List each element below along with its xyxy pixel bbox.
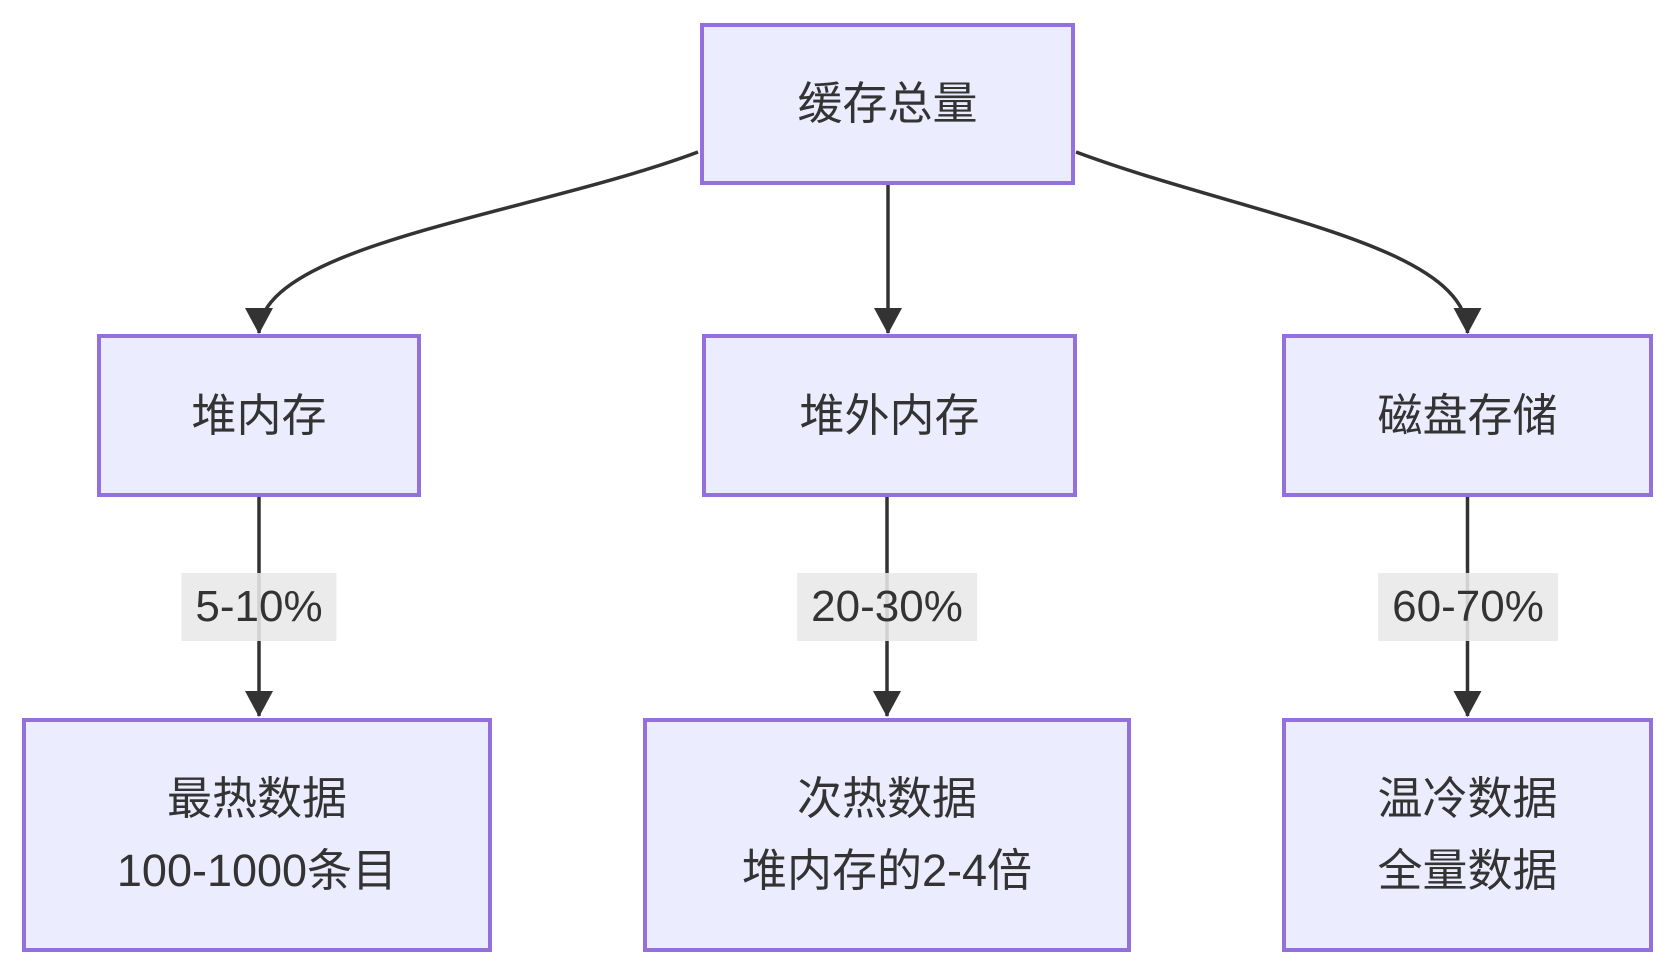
node-second-hot-data-line2: 堆内存的2-4倍 bbox=[741, 845, 1033, 896]
node-cache-total: 缓存总量 bbox=[700, 23, 1075, 185]
node-disk-storage-label: 磁盘存储 bbox=[1377, 389, 1558, 441]
edge-label-heap-percent: 5-10% bbox=[181, 573, 337, 641]
node-hottest-data-line1: 最热数据 bbox=[166, 773, 347, 824]
edge-root-to-heap bbox=[245, 150, 699, 334]
node-disk-storage: 磁盘存储 bbox=[1282, 334, 1653, 497]
node-offheap-memory-label: 堆外内存 bbox=[799, 389, 980, 441]
node-cache-total-label: 缓存总量 bbox=[797, 78, 978, 129]
node-warm-cold-data-line1: 温冷数据 bbox=[1377, 773, 1558, 824]
node-warm-cold-data-line2: 全量数据 bbox=[1377, 845, 1558, 896]
node-warm-cold-data: 温冷数据 全量数据 bbox=[1282, 718, 1653, 952]
node-second-hot-data-line1: 次热数据 bbox=[796, 773, 977, 824]
edge-root-to-disk bbox=[1075, 150, 1482, 334]
edge-label-offheap-percent: 20-30% bbox=[797, 573, 977, 641]
edge-label-disk-percent: 60-70% bbox=[1378, 573, 1558, 641]
node-hottest-data-line2: 100-1000条目 bbox=[116, 845, 398, 896]
node-heap-memory: 堆内存 bbox=[97, 334, 421, 497]
node-second-hot-data: 次热数据 堆内存的2-4倍 bbox=[643, 718, 1131, 952]
node-offheap-memory: 堆外内存 bbox=[702, 334, 1077, 497]
node-hottest-data: 最热数据 100-1000条目 bbox=[22, 718, 492, 952]
node-heap-memory-label: 堆内存 bbox=[191, 389, 327, 441]
